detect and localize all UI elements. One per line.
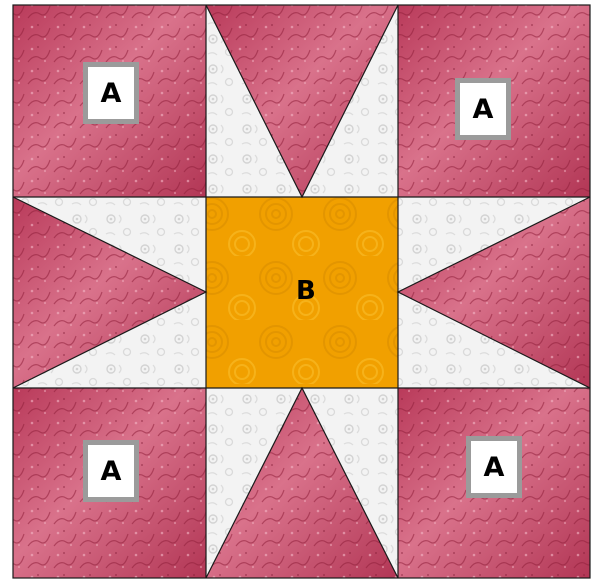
- label-a-top-left: A: [83, 62, 139, 124]
- label-b-center: B: [296, 276, 316, 306]
- side-unit-right: [398, 197, 590, 388]
- side-unit-bottom: [206, 388, 398, 578]
- label-a-bottom-left: A: [83, 440, 139, 502]
- side-unit-top: [206, 5, 398, 197]
- label-a-bottom-right: A: [466, 436, 522, 498]
- side-unit-left: [13, 197, 206, 388]
- label-a-top-right: A: [455, 78, 511, 140]
